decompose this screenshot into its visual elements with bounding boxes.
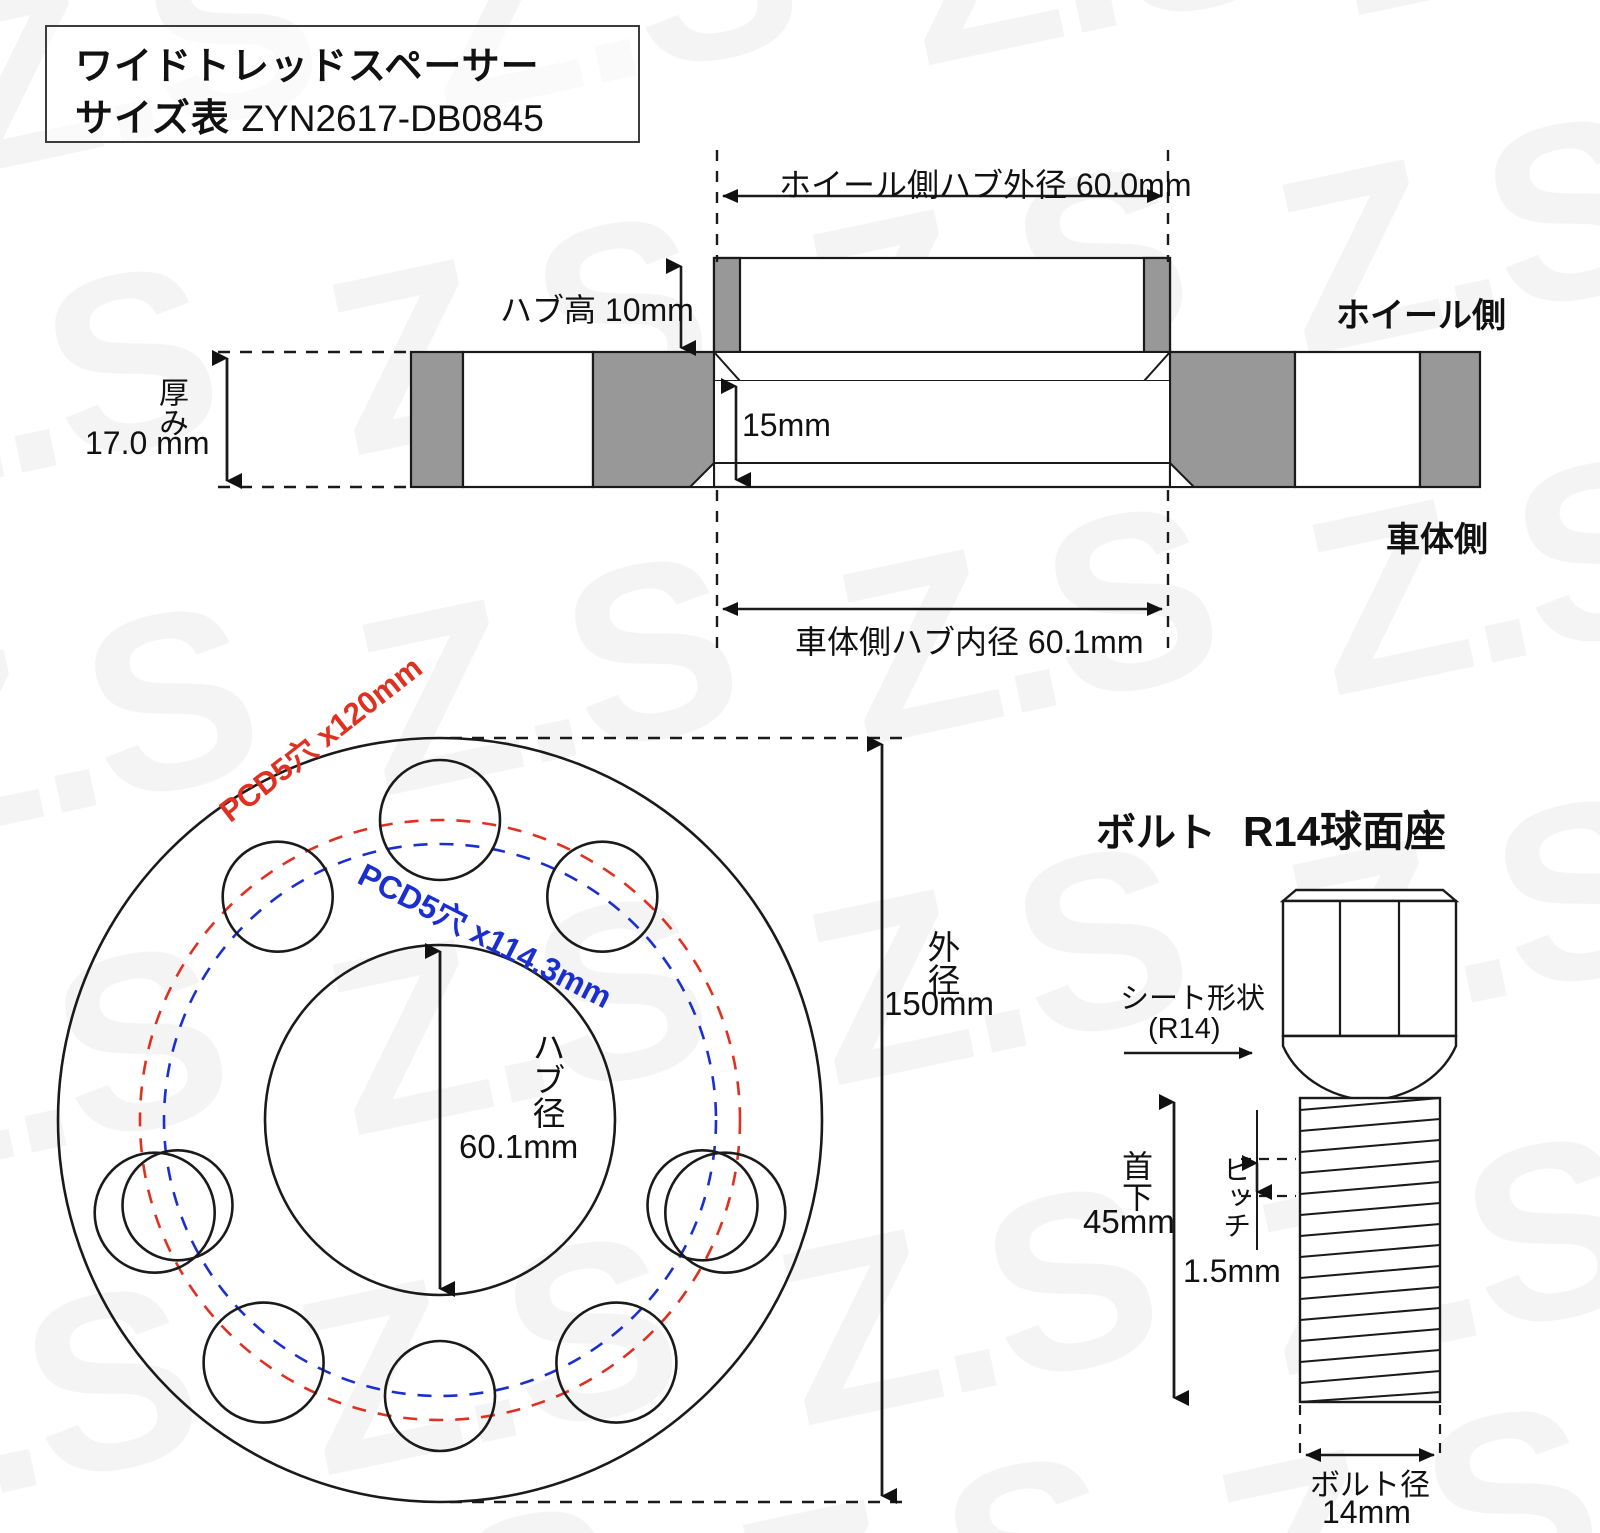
bolt-holes-pcd114 xyxy=(121,840,759,1453)
hub-bore xyxy=(687,381,1197,489)
pcd-114-circle xyxy=(162,842,718,1398)
page-title-line2: サイズ表 ZYN2617-DB0845 xyxy=(75,87,544,142)
label-wheel-side-hub-od: ホイール側ハブ外径 60.0mm xyxy=(779,167,1192,203)
spacer-body-left xyxy=(409,350,716,489)
label-inner-depth: 15mm xyxy=(742,407,831,443)
bolt-thread-shaft xyxy=(1298,1096,1442,1404)
title-box: ワイドトレッドスペーサー サイズ表 ZYN2617-DB0845 xyxy=(45,25,640,143)
dim-pitch xyxy=(1241,1110,1296,1250)
dim-thickness xyxy=(212,350,408,489)
label-pitch-value: 1.5mm xyxy=(1183,1253,1281,1289)
pcd-120-circle xyxy=(138,818,742,1422)
label-hub-height: ハブ高 10mm xyxy=(500,292,694,328)
label-outer-diameter: 外径 xyxy=(923,930,960,996)
dim-body-hub-id xyxy=(715,490,1170,652)
dim-bolt-diameter xyxy=(1298,1405,1442,1462)
label-bolt-diameter: ボルト径 xyxy=(1310,1469,1430,1502)
outer-diameter-circle xyxy=(56,736,824,1504)
page-title-line1: ワイドトレッドスペーサー xyxy=(75,46,540,88)
label-thickness: 厚み xyxy=(154,377,187,437)
bolt-head xyxy=(1279,888,1460,1038)
bolt-heading-b: R14球面座 xyxy=(1243,808,1447,855)
bolt-heading-a: ボルト xyxy=(1096,811,1216,855)
label-shank-value: 45mm xyxy=(1083,1203,1175,1240)
label-hub-diameter-value: 60.1mm xyxy=(459,1128,579,1165)
label-body-side-hub-id: 車体側ハブ内径 60.1mm xyxy=(795,624,1144,660)
label-seat-shape-value: (R14) xyxy=(1148,1013,1221,1045)
product-code: ZYN2617-DB0845 xyxy=(241,98,544,139)
dim-outer-diameter xyxy=(450,736,905,1504)
page-title-subtitle: サイズ表 xyxy=(75,98,230,140)
bolt-seat-r14 xyxy=(1281,1034,1458,1102)
label-bolt-diameter-value: 14mm xyxy=(1322,1494,1411,1530)
label-hub-diameter: ハブ径 xyxy=(528,1030,565,1129)
label-shank: 首下 xyxy=(1117,1150,1152,1212)
spacer-body-right xyxy=(1168,350,1482,489)
label-outer-diameter-value: 150mm xyxy=(884,985,995,1022)
label-wheel-side: ホイール側 xyxy=(1336,297,1506,335)
label-seat-shape: シート形状 xyxy=(1120,983,1266,1015)
label-body-side: 車体側 xyxy=(1386,521,1488,559)
label-pitch: ピッチ xyxy=(1220,1155,1251,1239)
label-thickness-value: 17.0 mm xyxy=(85,425,210,461)
bolt-holes-pcd120 xyxy=(93,758,787,1424)
dim-wheel-hub-od xyxy=(715,150,1170,262)
